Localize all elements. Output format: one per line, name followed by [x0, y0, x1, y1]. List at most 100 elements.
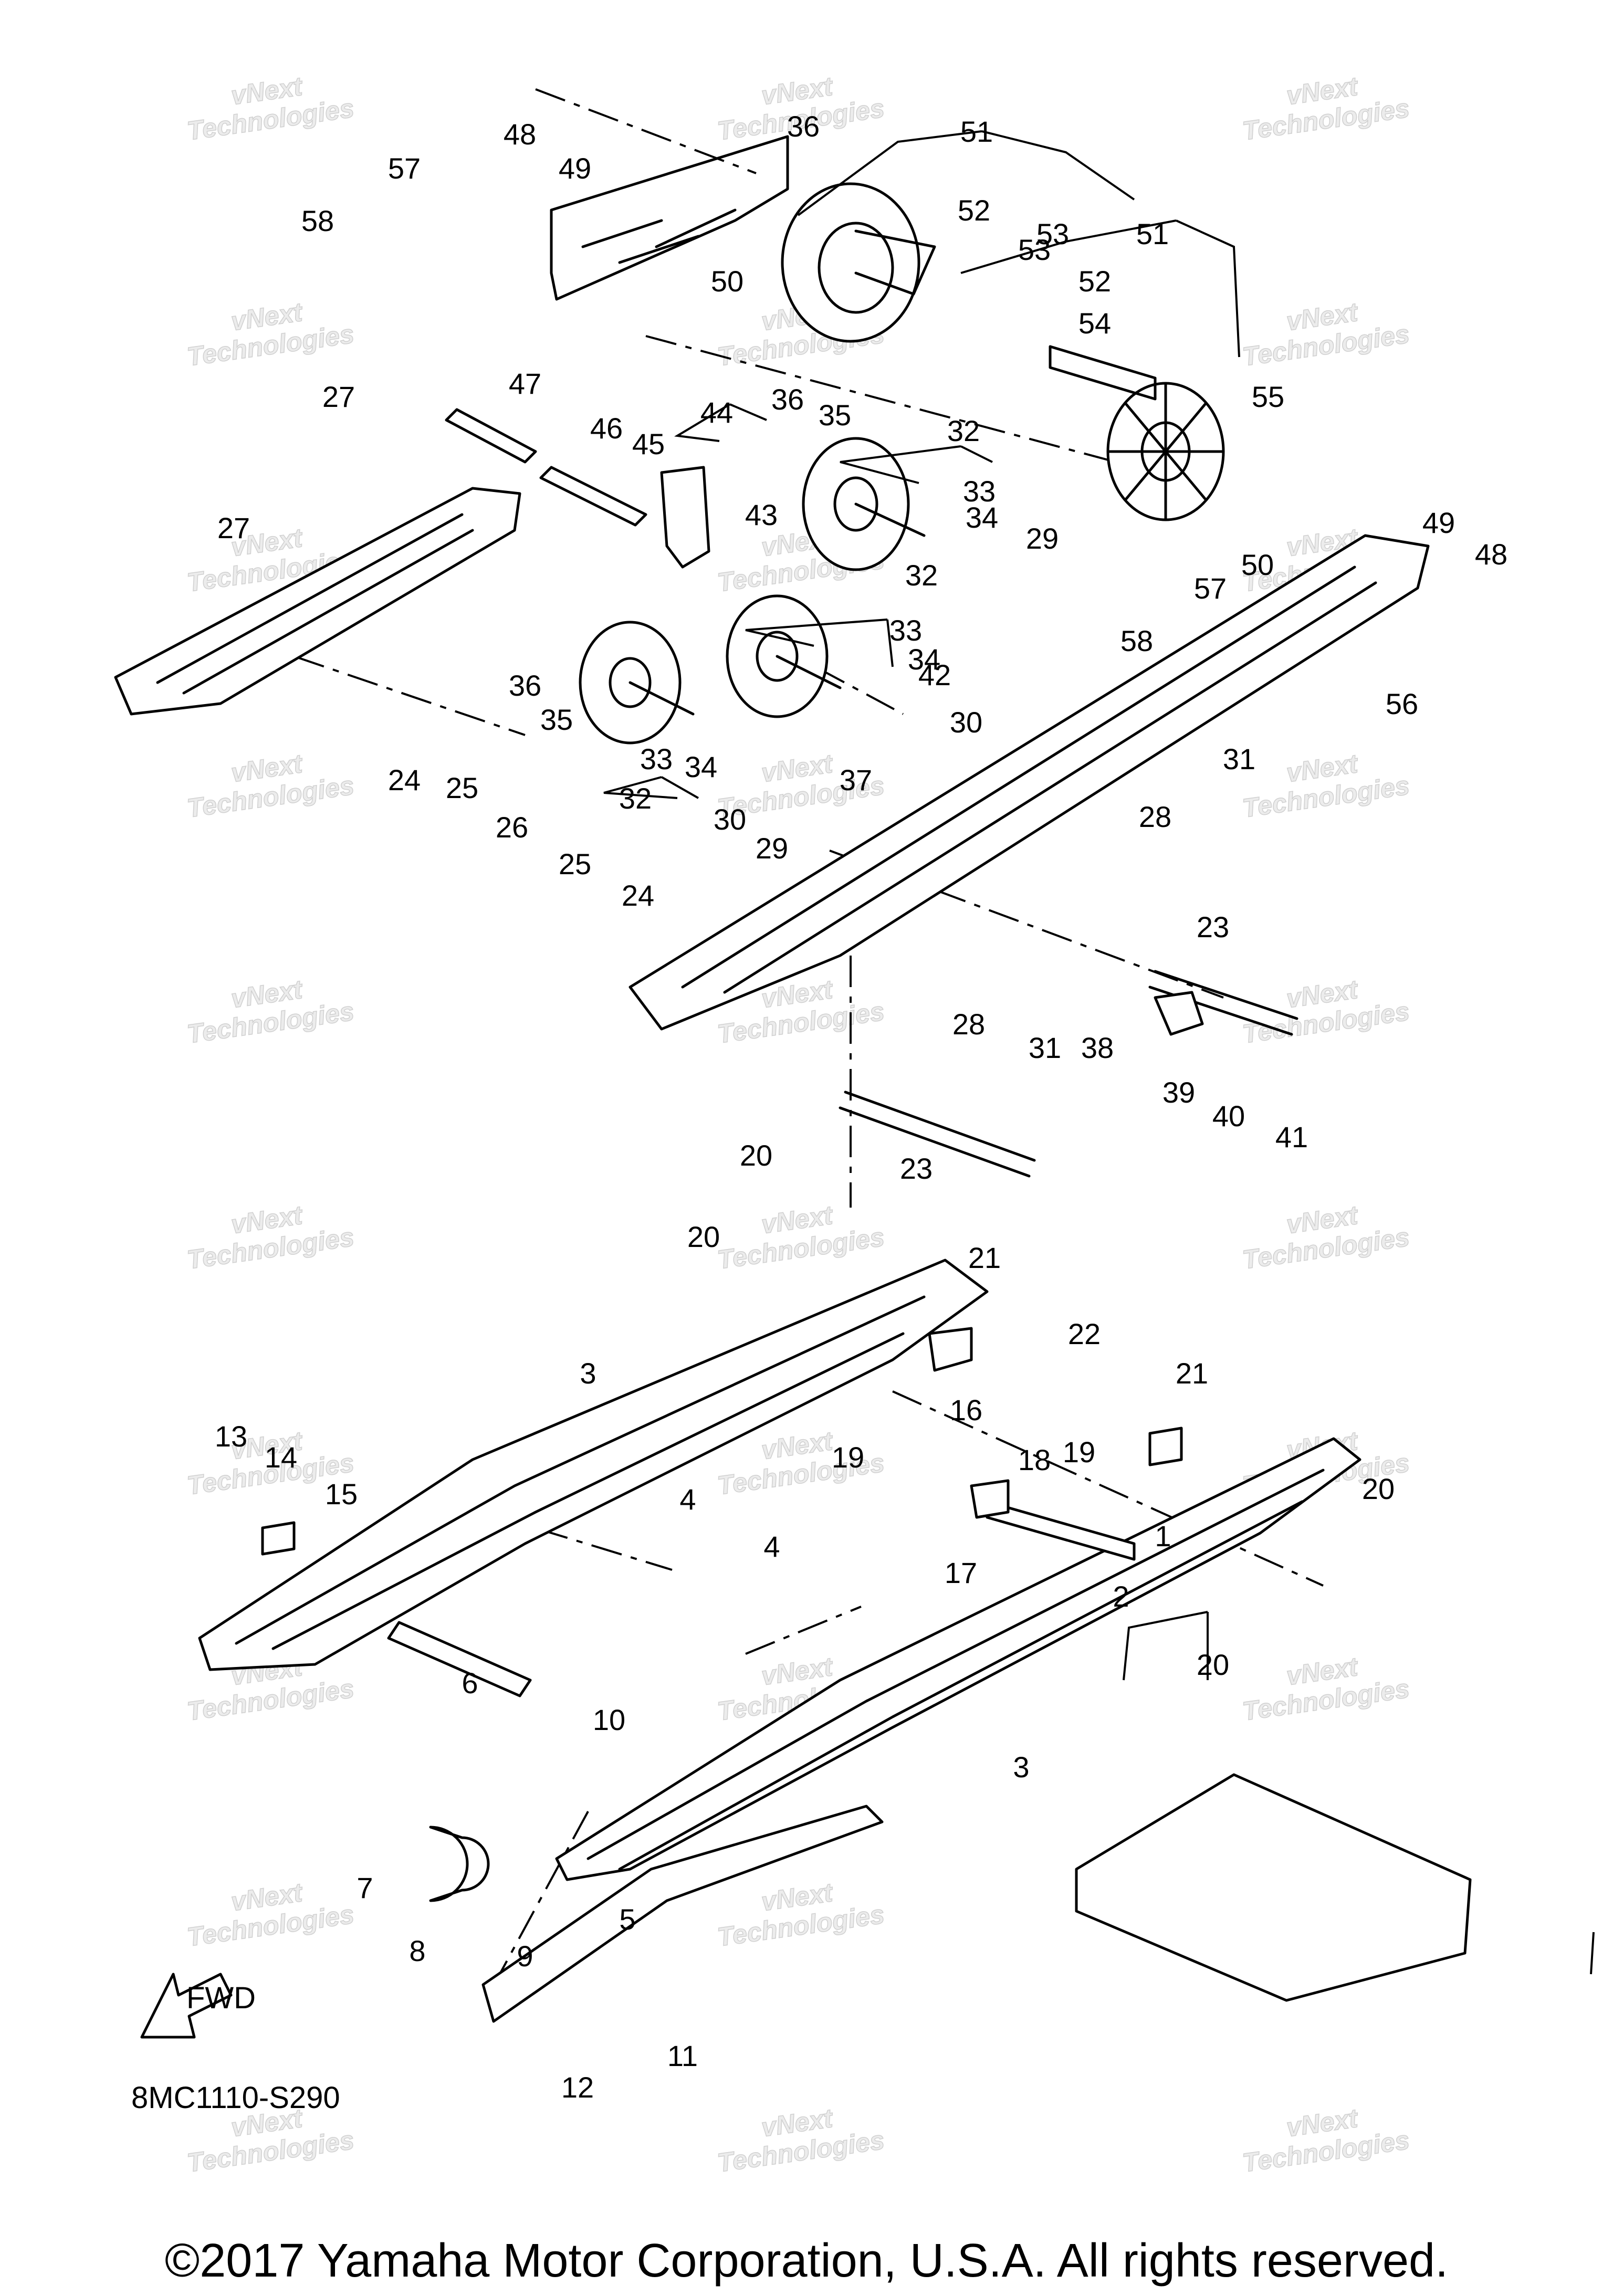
- callout-16: 16: [950, 1393, 982, 1427]
- callout-25b: 25: [559, 847, 591, 880]
- callout-36: 36: [787, 110, 820, 143]
- watermark-3: vNextTechnologies: [181, 290, 356, 372]
- callout-25: 25: [446, 771, 478, 804]
- callout-32b: 32: [905, 559, 938, 592]
- callout-36c: 36: [509, 669, 541, 702]
- callout-44: 44: [700, 396, 733, 429]
- diagram-code: 8MC1110-S290: [131, 2081, 340, 2115]
- callout-33: 33: [963, 475, 996, 508]
- callout-30: 30: [950, 706, 982, 739]
- callout-27b: 27: [217, 511, 250, 544]
- callout-3b: 3: [1013, 1750, 1029, 1784]
- callout-34c: 34: [685, 750, 717, 783]
- callout-18: 18: [1018, 1443, 1051, 1476]
- callout-20c: 20: [1362, 1472, 1395, 1505]
- callout-57b: 57: [1194, 572, 1227, 605]
- callout-21: 21: [968, 1241, 1001, 1274]
- callout-20b: 20: [687, 1220, 720, 1253]
- callout-37: 37: [840, 763, 872, 796]
- callout-55: 55: [1252, 380, 1284, 413]
- idler-wheel-large-right: [1106, 382, 1225, 521]
- watermark-9: vNextTechnologies: [181, 742, 356, 823]
- callout-30b: 30: [714, 803, 746, 836]
- callout-57: 57: [388, 152, 421, 185]
- callout-46: 46: [590, 412, 623, 445]
- callout-29: 29: [1026, 522, 1059, 555]
- callout-leaders: [603, 130, 1595, 1975]
- callout-7: 7: [357, 1871, 373, 1904]
- callout-9: 9: [517, 1939, 533, 1973]
- lower-assembly: [198, 1259, 1472, 2023]
- callout-28: 28: [1139, 800, 1171, 833]
- watermark-23: vNextTechnologies: [1237, 1645, 1411, 1726]
- callout-56: 56: [1386, 687, 1418, 720]
- callout-51: 51: [960, 115, 993, 148]
- callout-19: 19: [832, 1441, 864, 1474]
- callout-24b: 24: [622, 879, 654, 912]
- callout-17: 17: [945, 1556, 977, 1589]
- callout-22: 22: [1068, 1317, 1101, 1350]
- watermark-17: vNextTechnologies: [1237, 1193, 1411, 1275]
- watermark-0: vNextTechnologies: [181, 65, 356, 146]
- callout-53b: 53: [1036, 217, 1069, 250]
- callout-20: 20: [740, 1139, 772, 1172]
- callout-20d: 20: [1197, 1648, 1229, 1681]
- callout-1: 1: [1155, 1519, 1171, 1553]
- callout-52b: 52: [1078, 265, 1111, 298]
- callout-4b: 4: [763, 1530, 780, 1563]
- callout-15: 15: [325, 1477, 358, 1511]
- callout-40: 40: [1212, 1099, 1245, 1133]
- watermark-16: vNextTechnologies: [711, 1193, 886, 1275]
- callout-24: 24: [388, 763, 421, 796]
- callout-53: 53: [1018, 233, 1051, 266]
- watermark-28: vNextTechnologies: [711, 2096, 886, 2178]
- watermark-11: vNextTechnologies: [1237, 742, 1411, 823]
- callout-26: 26: [496, 811, 528, 844]
- callout-33c: 33: [640, 742, 673, 775]
- callout-58b: 58: [1120, 624, 1153, 657]
- callout-13: 13: [215, 1420, 247, 1453]
- idler-wheel-mid-left: [579, 621, 695, 745]
- watermark-25: vNextTechnologies: [711, 1871, 886, 1952]
- callout-35: 35: [819, 399, 851, 432]
- callout-11: 11: [667, 2039, 698, 2072]
- callout-27: 27: [322, 380, 355, 413]
- callout-48b: 48: [1475, 538, 1507, 571]
- callout-31b: 31: [1029, 1031, 1061, 1064]
- callout-51b: 51: [1136, 217, 1169, 250]
- callout-50: 50: [711, 265, 743, 298]
- callout-39: 39: [1162, 1076, 1195, 1109]
- callout-19b: 19: [1063, 1435, 1095, 1469]
- callout-10: 10: [593, 1703, 625, 1736]
- callout-58: 58: [301, 204, 334, 237]
- callout-36b: 36: [771, 383, 804, 416]
- fwd-label: FWD: [186, 1981, 256, 2015]
- callout-5: 5: [619, 1903, 635, 1936]
- callout-52: 52: [958, 194, 990, 227]
- idler-wheel-large-left: [781, 182, 936, 343]
- watermark-15: vNextTechnologies: [181, 1193, 356, 1275]
- callout-49: 49: [559, 152, 591, 185]
- callout-38: 38: [1081, 1031, 1114, 1064]
- fwd-arrow: FWD: [140, 1973, 256, 2039]
- callout-43: 43: [745, 498, 778, 531]
- callout-3: 3: [580, 1357, 596, 1390]
- idler-wheel-mid-center: [726, 594, 842, 718]
- callout-4: 4: [679, 1483, 696, 1516]
- callout-31: 31: [1223, 742, 1255, 775]
- callout-48: 48: [504, 118, 536, 151]
- callout-33b: 33: [889, 614, 922, 647]
- callout-49b: 49: [1422, 506, 1455, 539]
- callout-6: 6: [462, 1666, 478, 1700]
- callout-34: 34: [966, 501, 998, 534]
- watermark-12: vNextTechnologies: [181, 968, 356, 1049]
- callout-14: 14: [265, 1441, 297, 1474]
- watermark-2: vNextTechnologies: [1237, 65, 1411, 146]
- callout-28b: 28: [952, 1008, 985, 1041]
- callout-47: 47: [509, 367, 541, 400]
- callout-12: 12: [561, 2071, 594, 2104]
- callout-50b: 50: [1241, 548, 1274, 581]
- callout-32: 32: [947, 414, 980, 447]
- idler-wheel-mid-upper: [802, 437, 926, 571]
